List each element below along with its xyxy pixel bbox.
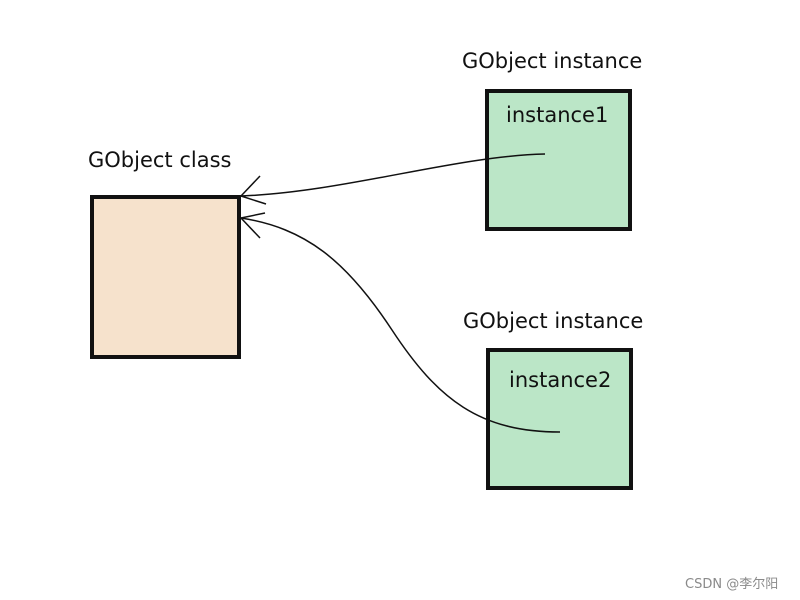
class-node-box[interactable]: [90, 195, 241, 359]
instance-node-1[interactable]: GObject instance instance1: [462, 49, 642, 231]
arrowhead-2: [240, 212, 266, 239]
instance-node-2-name: instance2: [509, 368, 611, 392]
instance-node-2-caption: GObject instance: [463, 309, 643, 333]
arrowhead-1: [240, 175, 267, 205]
class-node-label: GObject class: [88, 148, 231, 172]
instance-node-1-caption: GObject instance: [462, 49, 642, 73]
edge-instance1-to-class: [240, 153, 546, 197]
instance-node-2[interactable]: GObject instance instance2: [463, 309, 643, 490]
edge-instance2-to-class: [240, 217, 561, 433]
instance-node-1-name: instance1: [506, 103, 608, 127]
instance-node-2-box[interactable]: [486, 348, 633, 490]
instance-node-1-box[interactable]: [485, 89, 632, 231]
class-node[interactable]: GObject class: [88, 148, 241, 359]
watermark-text: CSDN @李尔阳: [685, 577, 778, 592]
